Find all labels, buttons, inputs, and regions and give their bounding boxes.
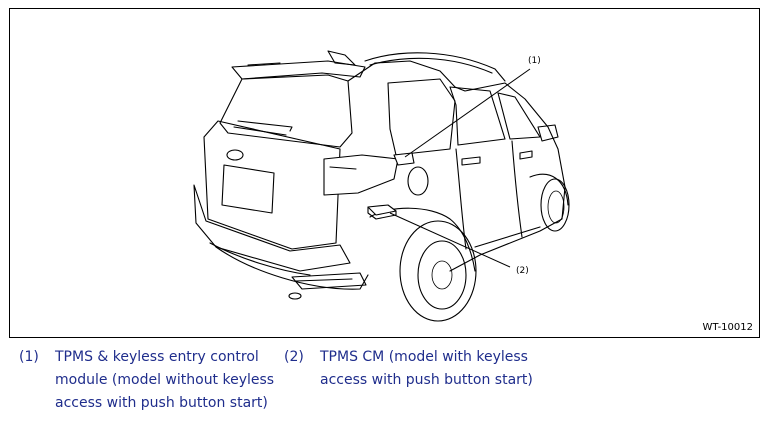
legend-item-2: (2) TPMS CM (model with keyless access w… [284, 346, 554, 392]
legend-number: (1) [19, 349, 39, 365]
vehicle-diagram: (1) (2) [193, 50, 570, 322]
callout-leader-1 [404, 68, 531, 158]
callout-number-1: (1) [528, 56, 541, 66]
figure-code: WT-10012 [702, 322, 754, 333]
callout-leaders [389, 68, 531, 268]
legend-text: TPMS & keyless entry control module (mod… [55, 349, 275, 411]
callout-leader-2 [389, 212, 511, 268]
vehicle-line-art [193, 50, 570, 322]
callout-number-2: (2) [516, 266, 529, 276]
figure-frame: (1) (2) WT-10012 [9, 8, 760, 338]
legend-text: TPMS CM (model with keyless access with … [320, 349, 533, 388]
legend-number: (2) [284, 349, 304, 365]
legend-item-1: (1) TPMS & keyless entry control module … [19, 346, 279, 415]
